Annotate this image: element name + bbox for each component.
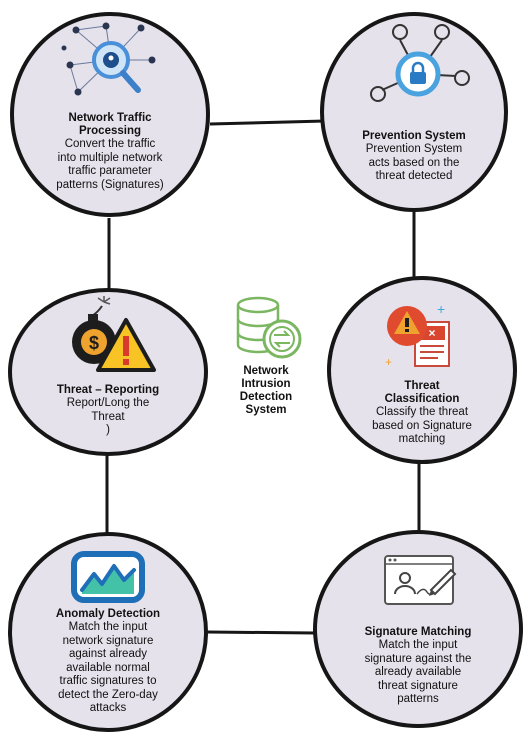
node-threat-reporting: $ Threat – Reporting Report/Long the Thr…: [8, 288, 208, 456]
node-desc: threat signature: [378, 679, 458, 692]
node-desc: available normal: [66, 661, 150, 674]
node-title: Network Traffic: [68, 112, 152, 124]
node-title: Classification: [384, 393, 460, 405]
node-desc: signature against the: [364, 652, 472, 665]
network-magnifier-icon: [61, 22, 156, 96]
node-network-traffic-processing: Network Traffic Processing Convert the t…: [10, 12, 210, 217]
node-desc: Report/Long the: [66, 397, 150, 409]
connector-top: [209, 119, 326, 126]
node-title: Threat – Reporting: [56, 384, 160, 396]
node-desc: into multiple network: [57, 151, 163, 164]
node-desc: Classify the threat: [375, 406, 469, 418]
center-label-line: Intrusion: [241, 378, 291, 390]
node-title: Anomaly Detection: [55, 608, 161, 620]
node-desc: threat detected: [375, 170, 453, 182]
node-desc: based on Signature: [372, 419, 472, 432]
node-desc: patterns: [397, 693, 439, 705]
node-title: Signature Matching: [364, 626, 472, 638]
svg-text:$: $: [89, 333, 99, 353]
svg-text:+: +: [385, 355, 392, 369]
node-desc: Convert the traffic: [64, 138, 156, 150]
center-label-line: Detection: [239, 391, 293, 403]
node-desc: acts based on the: [368, 156, 460, 169]
connector-bottom: [206, 630, 316, 635]
node-desc: Match the input: [68, 621, 148, 633]
node-signature-matching: Signature Matching Match the input signa…: [313, 530, 523, 728]
warning-document-icon: × + +: [385, 301, 450, 369]
node-title: Threat: [404, 380, 440, 392]
node-title: Processing: [79, 125, 141, 137]
node-desc: Threat: [91, 410, 125, 423]
node-desc: attacks: [89, 702, 127, 714]
node-prevention-system: Prevention System Prevention System acts…: [320, 12, 508, 212]
node-anomaly-detection: Anomaly Detection Match the input networ…: [8, 532, 208, 732]
node-desc: ): [106, 424, 110, 436]
node-desc: already available: [374, 666, 462, 678]
node-desc: matching: [398, 433, 446, 445]
network-lock-icon: [370, 24, 470, 102]
center-label-line: System: [245, 404, 287, 416]
database-sync-icon: [236, 296, 302, 359]
center-label-line: Network: [243, 365, 289, 377]
svg-text:+: +: [437, 301, 445, 317]
node-desc: traffic signatures to: [59, 675, 157, 687]
center-label: Network Intrusion Detection System: [226, 365, 306, 417]
node-desc: detect the Zero-day: [58, 688, 158, 701]
node-desc: traffic parameter: [68, 165, 152, 177]
node-threat-classification: × + + Threat Classification Classify the…: [327, 276, 517, 464]
svg-text:×: ×: [428, 326, 435, 340]
node-desc: Match the input: [378, 639, 458, 651]
node-desc: against already: [69, 648, 147, 660]
anomaly-chart-icon: [71, 551, 145, 603]
node-desc: patterns (Signatures): [56, 178, 164, 191]
bomb-warning-icon: $: [72, 296, 156, 372]
node-desc: network signature: [62, 634, 154, 647]
node-desc: Prevention System: [365, 143, 463, 155]
node-title: Prevention System: [362, 130, 466, 142]
signature-screen-icon: [384, 555, 457, 605]
